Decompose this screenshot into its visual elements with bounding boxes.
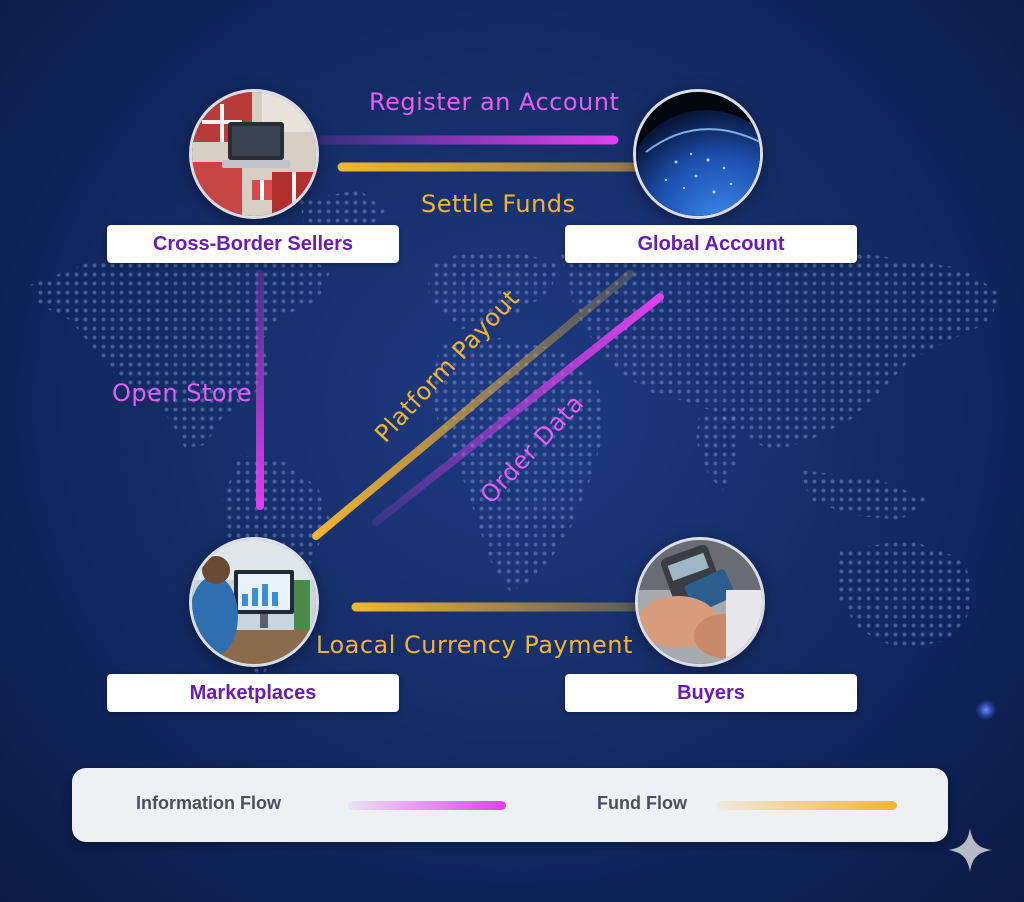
- glow-dot-decoration: [976, 700, 996, 720]
- legend-fund-label: Fund Flow: [597, 793, 687, 813]
- flow-lines: [256, 135, 664, 612]
- legend: Information Flow Fund Flow: [72, 768, 948, 842]
- global-account-image: [636, 92, 760, 216]
- order-data-line: [372, 293, 664, 526]
- buyers-image: [638, 540, 762, 664]
- world-dot-map: [30, 190, 1000, 690]
- sellers-image: [192, 92, 316, 216]
- register-flow-label: Register an Account: [369, 88, 620, 116]
- legend-information-label: Information Flow: [136, 793, 281, 813]
- platform-payout-line: [312, 270, 634, 540]
- sellers-label: Cross-Border Sellers: [107, 225, 399, 263]
- legend-fund-swatch: [717, 801, 897, 810]
- local-payment-flow-label: Loacal Currency Payment: [316, 631, 633, 659]
- settle-flow-label: Settle Funds: [421, 190, 576, 218]
- marketplaces-image: [192, 540, 316, 664]
- global-account-label: Global Account: [565, 225, 857, 263]
- buyers-label: Buyers: [565, 674, 857, 712]
- legend-information-swatch: [348, 801, 506, 810]
- open-store-flow-label: Open Store: [112, 379, 253, 407]
- marketplaces-label: Marketplaces: [107, 674, 399, 712]
- sparkle-icon: [948, 828, 992, 872]
